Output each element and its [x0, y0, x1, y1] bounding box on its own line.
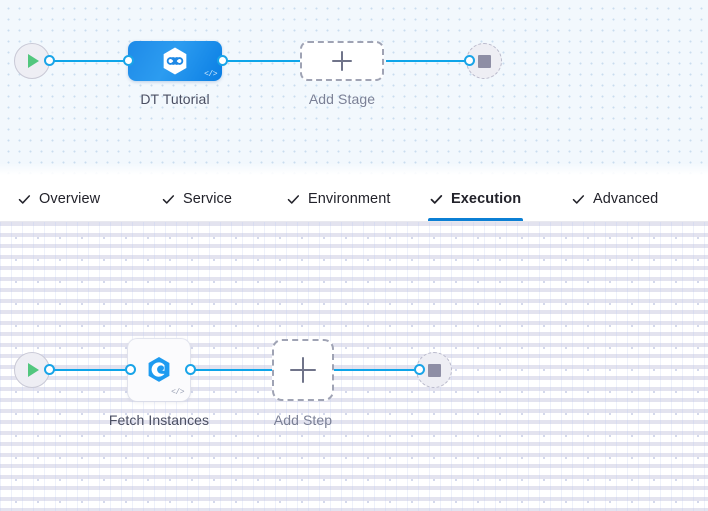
edge-start-to-step: [44, 369, 130, 371]
edge-add-stage-to-end: [386, 60, 470, 62]
edge-start-to-stage: [44, 60, 128, 62]
stage-graph-canvas[interactable]: </> DT Tutorial Add Stage: [0, 0, 708, 177]
tab-overview[interactable]: Overview: [16, 177, 102, 221]
add-stage-label: Add Stage: [308, 91, 376, 107]
grid-vertical-lines: [0, 222, 708, 511]
tab-execution[interactable]: Execution: [428, 177, 524, 221]
check-icon: [430, 193, 443, 206]
stop-icon: [477, 54, 491, 68]
edge-stage-to-add-stage: [222, 60, 302, 62]
stage-node-label: DT Tutorial: [140, 91, 210, 107]
stage-node-dt-tutorial[interactable]: </>: [128, 41, 222, 81]
grid-dots: [0, 222, 708, 511]
check-icon: [287, 193, 300, 206]
harness-hexagon-e-icon: [145, 355, 173, 383]
tab-environment[interactable]: Environment: [285, 177, 393, 221]
stage-start-output-port[interactable]: [44, 55, 55, 66]
step-node-fetch-instances[interactable]: </>: [128, 339, 190, 401]
edge-step-to-add-step: [190, 369, 272, 371]
tab-execution-label: Execution: [451, 191, 522, 207]
check-icon: [18, 193, 31, 206]
tab-service-label: Service: [183, 191, 233, 207]
tab-advanced-label: Advanced: [593, 191, 659, 207]
tab-service[interactable]: Service: [160, 177, 234, 221]
stage-node-output-port[interactable]: [217, 55, 228, 66]
add-step-button[interactable]: [272, 339, 334, 401]
step-node-output-port[interactable]: [185, 364, 196, 375]
play-icon: [28, 54, 39, 68]
tab-overview-label: Overview: [39, 191, 101, 207]
tab-advanced[interactable]: Advanced: [570, 177, 660, 221]
stage-node-input-port[interactable]: [123, 55, 134, 66]
plus-icon: [332, 51, 352, 71]
code-badge-icon: </>: [204, 70, 217, 79]
play-icon: [28, 363, 39, 377]
step-start-output-port[interactable]: [44, 364, 55, 375]
step-end-input-port[interactable]: [414, 364, 425, 375]
code-badge-icon: </>: [171, 388, 184, 397]
add-step-label: Add Step: [273, 412, 333, 428]
step-node-input-port[interactable]: [125, 364, 136, 375]
pipeline-stage-tab-bar[interactable]: Overview Service Environment Execution A…: [0, 177, 708, 222]
execution-steps-canvas[interactable]: </> Fetch Instances Add Step: [0, 222, 708, 511]
plus-icon: [290, 357, 316, 383]
check-icon: [162, 193, 175, 206]
harness-hexagon-infinity-icon: [160, 46, 190, 76]
stage-end-input-port[interactable]: [464, 55, 475, 66]
tab-environment-label: Environment: [308, 191, 391, 207]
add-stage-button[interactable]: [300, 41, 384, 81]
stop-icon: [427, 363, 441, 377]
step-node-label: Fetch Instances: [108, 412, 210, 428]
check-icon: [572, 193, 585, 206]
edge-add-step-to-end: [334, 369, 420, 371]
